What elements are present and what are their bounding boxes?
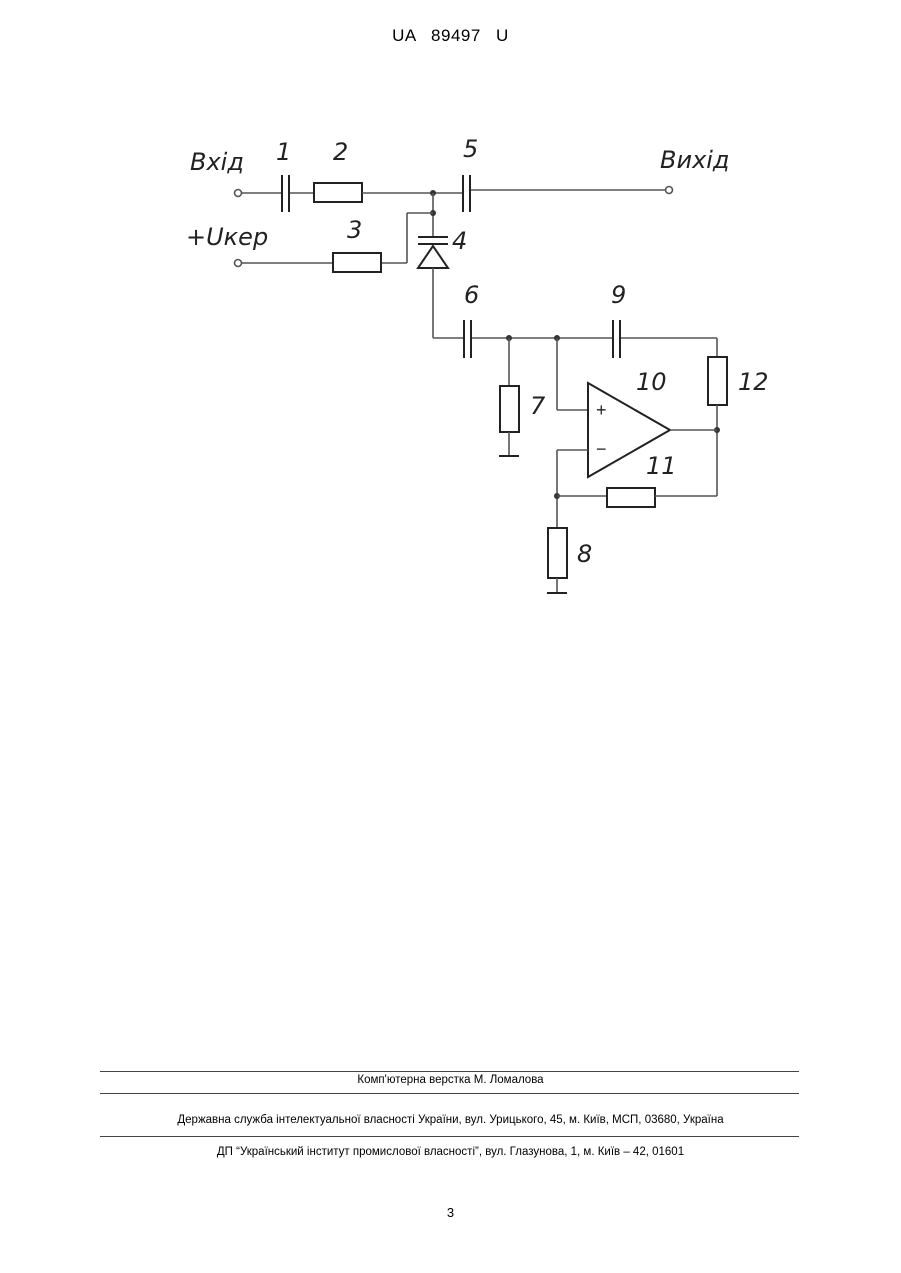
opamp-plus-sign: + (596, 400, 607, 420)
control-terminal (235, 260, 242, 267)
resistor-11 (607, 488, 655, 507)
agency-address: Державна служба інтелектуальної власност… (0, 1114, 901, 1126)
label-8: 8 (577, 540, 592, 568)
label-7: 7 (530, 392, 546, 420)
label-6: 6 (464, 281, 479, 309)
institute-address: ДП “Український інститут промислової вла… (0, 1146, 901, 1158)
resistor-3 (333, 253, 381, 272)
label-3: 3 (347, 216, 362, 244)
footer-rule-3 (100, 1136, 799, 1137)
output-label: Вихід (660, 146, 730, 174)
label-2: 2 (333, 138, 348, 166)
resistor-8 (548, 528, 567, 578)
output-terminal (666, 187, 673, 194)
label-9: 9 (611, 281, 626, 309)
label-1: 1 (276, 138, 291, 166)
layout-credit: Комп'ютерна верстка М. Ломалова (0, 1074, 901, 1086)
circuit-diagram: Вхід Вихід +Uкер 1 2 3 4 5 6 7 8 9 10 11… (0, 0, 901, 640)
footer-rule-1 (100, 1071, 799, 1072)
label-12: 12 (738, 368, 769, 396)
label-5: 5 (463, 135, 478, 163)
opamp-minus-sign: − (596, 439, 607, 459)
label-4: 4 (452, 227, 467, 255)
input-terminal (235, 190, 242, 197)
page-number: 3 (0, 1205, 901, 1220)
control-label: +Uкер (186, 223, 268, 251)
label-11: 11 (646, 452, 677, 480)
resistor-7 (500, 386, 519, 432)
varactor-diode-4 (418, 237, 448, 268)
footer-rule-2 (100, 1093, 799, 1094)
resistor-2 (314, 183, 362, 202)
label-10: 10 (636, 368, 667, 396)
resistor-12 (708, 357, 727, 405)
input-label: Вхід (190, 148, 244, 176)
